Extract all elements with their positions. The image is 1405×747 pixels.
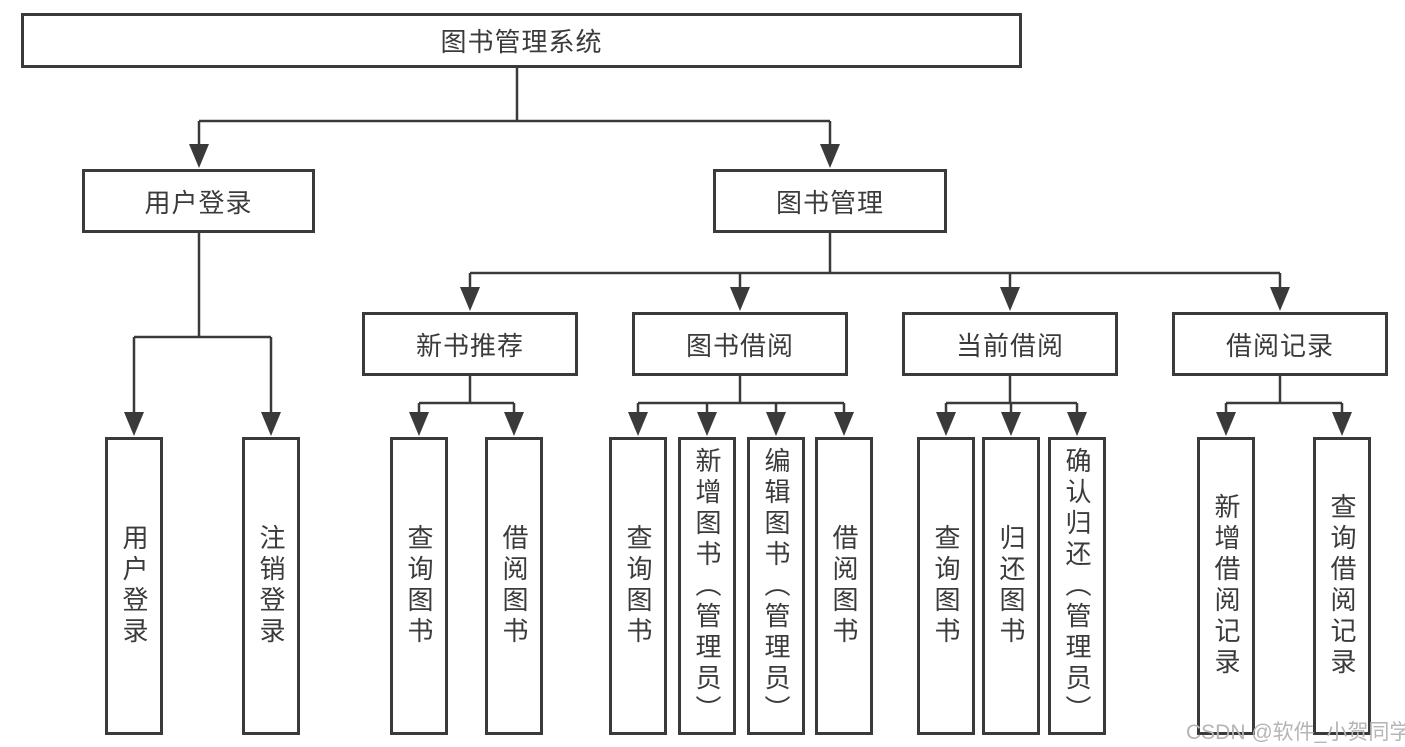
node-label: 图书管理 (775, 187, 884, 218)
leaf-return-books: 归还图书 (982, 437, 1040, 735)
node-label: 图书管理系统 (440, 27, 603, 57)
node-book-borrowing: 图书借阅 (632, 312, 848, 376)
leaf-confirm-return-admin: 确认归还（管理员） (1048, 437, 1106, 735)
node-label: 借阅记录 (1225, 330, 1334, 361)
connector-new-book-split (409, 376, 524, 436)
node-current-borrowing: 当前借阅 (902, 312, 1118, 376)
node-label: 借阅图书 (499, 524, 529, 648)
node-label: 归还图书 (996, 524, 1026, 648)
leaf-logout: 注销登录 (242, 437, 300, 735)
leaf-query-borrow-record: 查询借阅记录 (1313, 437, 1371, 735)
node-label: 注销登录 (256, 524, 286, 648)
connector-current-borrow-split (936, 376, 1087, 436)
node-label: 用户登录 (119, 524, 149, 648)
node-book-management: 图书管理 (713, 169, 947, 233)
node-label: 图书借阅 (685, 330, 794, 361)
leaf-user-login: 用户登录 (105, 437, 163, 735)
leaf-add-books-admin: 新增图书（管理员） (678, 437, 736, 735)
node-label: 当前借阅 (955, 330, 1064, 361)
node-user-login: 用户登录 (82, 169, 315, 233)
leaf-query-books-borrowing: 查询图书 (609, 437, 667, 735)
connector-book-borrow-split (628, 376, 854, 436)
leaf-borrow-books: 借阅图书 (815, 437, 873, 735)
node-label: 编辑图书（管理员） (761, 446, 791, 726)
node-library-system-root: 图书管理系统 (21, 13, 1022, 68)
node-borrowing-records: 借阅记录 (1172, 312, 1388, 376)
leaf-borrow-books-recommend: 借阅图书 (485, 437, 543, 735)
node-label: 新书推荐 (415, 330, 524, 361)
leaf-edit-books-admin: 编辑图书（管理员） (747, 437, 805, 735)
csdn-watermark: CSDN @软件_小贺同学 (1186, 721, 1405, 744)
leaf-query-books-recommend: 查询图书 (390, 437, 448, 735)
leaf-add-borrow-record: 新增借阅记录 (1197, 437, 1255, 735)
node-label: 查询图书 (404, 524, 434, 648)
node-label: 新增借阅记录 (1211, 493, 1241, 679)
node-label: 查询图书 (931, 524, 961, 648)
node-new-book-recommend: 新书推荐 (362, 312, 578, 376)
leaf-query-books-current: 查询图书 (917, 437, 975, 735)
node-label: 新增图书（管理员） (692, 446, 722, 726)
node-label: 查询借阅记录 (1327, 493, 1357, 679)
node-label: 借阅图书 (829, 524, 859, 648)
connector-user-login-split (124, 233, 281, 436)
connector-root-split (189, 68, 840, 168)
connector-book-mgmt-split (460, 233, 1290, 311)
node-label: 确认归还（管理员） (1062, 446, 1092, 726)
connector-borrow-records-split (1216, 376, 1352, 436)
node-label: 用户登录 (144, 187, 253, 218)
node-label: 查询图书 (623, 524, 653, 648)
